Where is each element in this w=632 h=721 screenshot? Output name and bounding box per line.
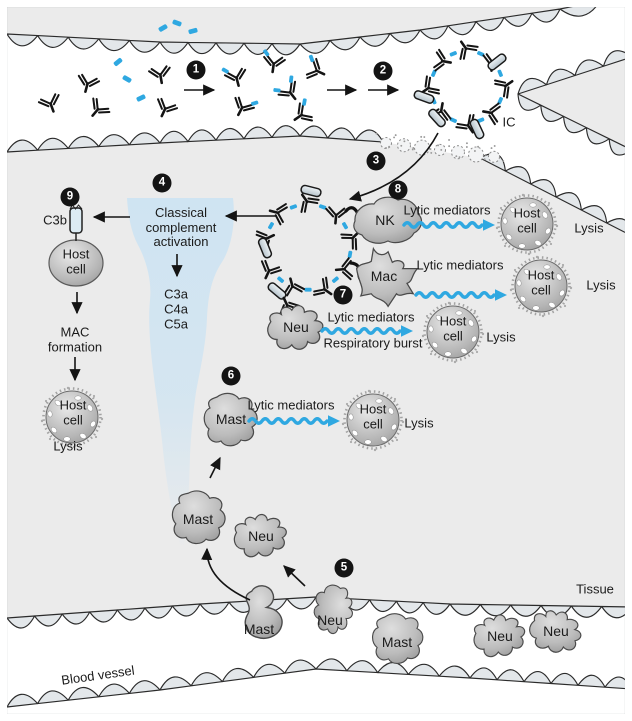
cell-label-neu-mid: Neu xyxy=(248,528,274,545)
c3a-label: C3a xyxy=(164,286,188,302)
ic-label: IC xyxy=(502,114,516,130)
step-badge-2: 2 xyxy=(373,61,393,81)
lysis-label-2: Lysis xyxy=(586,277,616,293)
lytic-mediators-label-mac: Lytic mediators xyxy=(416,257,504,273)
step-badge-9: 9 xyxy=(60,187,80,207)
cell-label-neu-vessel-2: Neu xyxy=(543,623,569,640)
lytic-mediators-label-mast: Lytic mediators xyxy=(247,397,335,413)
endothelium-walls xyxy=(7,7,625,708)
cell-label-mast-mid: Mast xyxy=(182,511,214,528)
lysis-label-1: Lysis xyxy=(574,220,604,236)
step-badge-8: 8 xyxy=(388,180,408,200)
host-cell-label-intact: Host cell xyxy=(62,246,90,276)
c3b-label: C3b xyxy=(43,212,67,228)
cell-label-nk: NK xyxy=(375,212,395,229)
complement-stream xyxy=(127,198,234,545)
lytic-mediator-arrows xyxy=(247,219,507,427)
top-blood-vessel-lumen xyxy=(7,7,625,233)
cell-label-neu-vessel-1: Neu xyxy=(487,628,513,645)
host-cell-label-neu-target: Host cell xyxy=(439,313,467,343)
cell-label-neu-7: Neu xyxy=(283,319,309,336)
host-cell-label-mac-lysed: Host cell xyxy=(59,397,87,427)
step-badge-5: 5 xyxy=(334,558,354,578)
classical-complement-activation-label: Classical complement activation xyxy=(145,204,217,250)
c5a-label: C5a xyxy=(164,316,188,332)
mac-formation-label: MAC formation xyxy=(47,324,103,354)
respiratory-burst-label: Respiratory burst xyxy=(323,335,423,351)
c3b-fragment xyxy=(69,204,83,241)
cell-label-mast-wall: Mast xyxy=(243,621,275,638)
step-badge-3: 3 xyxy=(366,151,386,171)
lysis-label-4: Lysis xyxy=(404,415,434,431)
cell-label-mast-6: Mast xyxy=(215,411,247,428)
bottom-blood-vessel-lumen xyxy=(7,597,625,714)
tissue-label: Tissue xyxy=(576,581,614,597)
step-badge-4: 4 xyxy=(152,173,172,193)
host-cell-label-mast-target: Host cell xyxy=(359,401,387,431)
lytic-mediators-label-nk: Lytic mediators xyxy=(403,202,491,218)
step-badge-1: 1 xyxy=(186,60,206,80)
host-cell-label-nk-target: Host cell xyxy=(513,205,541,235)
lysis-label-3: Lysis xyxy=(486,329,516,345)
lytic-mediators-label-neu: Lytic mediators xyxy=(327,309,415,325)
flow-arrows xyxy=(69,84,439,601)
host-cell-label-mac-target: Host cell xyxy=(527,267,555,297)
cell-label-neu-wall: Neu xyxy=(317,612,343,629)
step-badge-7: 7 xyxy=(333,285,353,305)
step-badge-6: 6 xyxy=(221,366,241,386)
cell-label-mac: Mac xyxy=(370,268,398,285)
c4a-label: C4a xyxy=(164,301,188,317)
lysis-label-5: Lysis xyxy=(53,438,83,454)
cell-label-mast-vessel: Mast xyxy=(381,634,413,651)
